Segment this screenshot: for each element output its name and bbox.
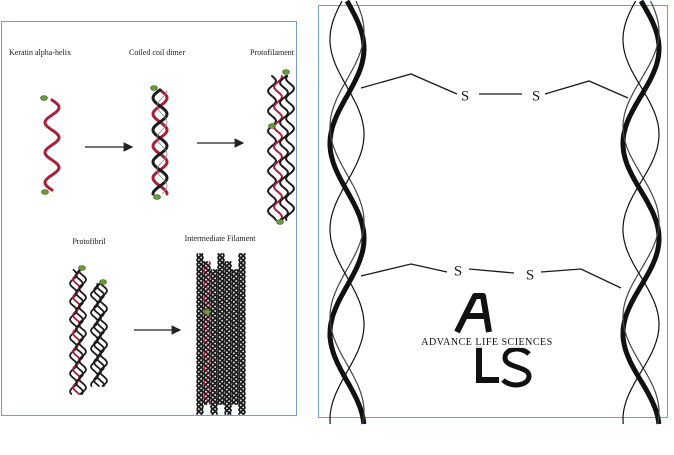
disulfide-bond-panel: S S S S ADVANCE LIFE SCIENCES — [318, 0, 668, 425]
filament-strand-6-3 — [230, 269, 239, 405]
bond-1-left-arm — [360, 73, 458, 95]
filament-strand-1-3 — [196, 253, 205, 415]
protofibril-1-cap — [78, 265, 86, 271]
watermark-text: ADVANCE LIFE SCIENCES — [417, 337, 557, 348]
dimer-outline — [156, 89, 168, 195]
protofilament-cap-mid — [268, 123, 276, 129]
bond-2-ss-link — [468, 268, 515, 274]
filament-strand-5-2 — [223, 261, 233, 415]
protofibril-1-strand-2 — [72, 269, 81, 395]
bond-1-right-arm — [544, 80, 629, 99]
sulfur-atom-2b: S — [525, 267, 535, 284]
dimer-cap-bottom — [153, 194, 161, 200]
filament-strand-7-2 — [238, 253, 246, 415]
bond-2-left-arm — [360, 263, 448, 277]
stage-label-protofilament: Protofilament — [250, 48, 294, 57]
stage-label-protofibril: Protofibril — [72, 237, 106, 246]
filament-strand-5-3 — [223, 261, 233, 415]
n-terminal-cap — [40, 95, 48, 101]
filament-strand-3-2 — [209, 269, 219, 415]
protofibril-2-strand-3 — [96, 283, 105, 387]
als-monogram-icon — [454, 293, 532, 388]
left-keratin-helix-backbone — [329, 0, 365, 425]
sulfur-atom-2a: S — [453, 263, 463, 280]
dimer-strand-black — [151, 88, 169, 196]
protofilament-strand-1 — [266, 75, 278, 221]
bond-2-right-arm — [540, 268, 622, 289]
left-keratin-helix-strand-1 — [327, 0, 367, 425]
protofibril-1-strand-4 — [78, 269, 87, 395]
dimer-cap-top — [150, 85, 158, 91]
protofilament-strand-4 — [284, 75, 296, 221]
c-terminal-cap — [41, 189, 49, 195]
filament-strand-7-1 — [238, 253, 247, 415]
protofibril-2-strand-1 — [90, 283, 99, 387]
dimer-strand-red — [151, 88, 169, 196]
alpha-helix — [43, 98, 61, 192]
stage-label-coiled-coil-dimer: Coiled coil dimer — [129, 48, 185, 57]
sulfur-atom-1b: S — [531, 88, 541, 105]
filament-strand-3-3 — [209, 269, 219, 415]
filament-strand-7-3 — [237, 253, 246, 415]
keratin-assembly-panel: Keratin alpha-helix Coiled coil dimer Pr… — [1, 21, 297, 416]
protofibril-2-strand-4 — [99, 283, 108, 387]
filament-strand-2-3 — [202, 261, 212, 405]
right-keratin-helix-strand-2 — [622, 0, 660, 425]
advance-life-sciences-logo: ADVANCE LIFE SCIENCES — [417, 293, 557, 394]
right-keratin-helix-backbone — [622, 0, 660, 425]
protofilament-cap-top — [282, 69, 290, 75]
stage-label-intermediate-filament: Intermediate Filament — [184, 234, 256, 243]
protofibril-2-cap — [99, 279, 107, 285]
filament-cap — [203, 309, 211, 315]
sulfur-atom-1a: S — [460, 88, 470, 105]
stage-label-alpha-helix: Keratin alpha-helix — [9, 48, 71, 57]
filament-strand-4-3 — [216, 253, 226, 405]
disulfide-diagram — [327, 0, 662, 425]
assembly-diagram — [40, 69, 296, 415]
right-keratin-helix-strand-1 — [620, 0, 662, 425]
protofilament-cap-bottom — [276, 219, 284, 225]
left-keratin-helix-strand-2 — [329, 0, 365, 425]
